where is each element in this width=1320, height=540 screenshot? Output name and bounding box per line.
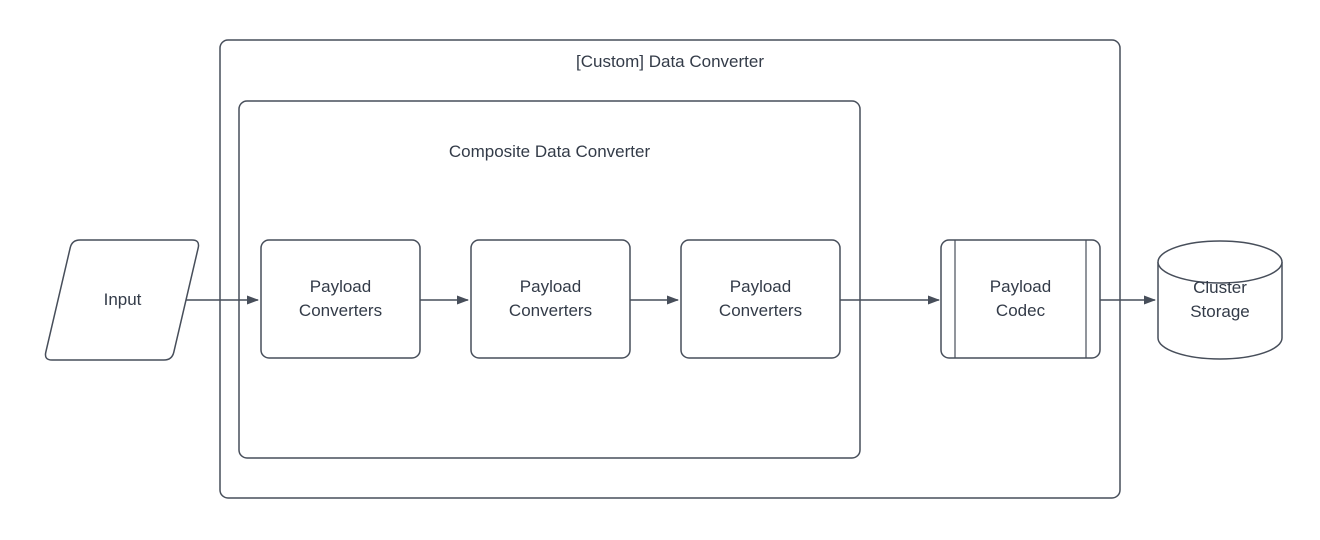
payload-converters-1-box: [260, 239, 421, 359]
payload-converters-3-box: [680, 239, 841, 359]
payload-codec-rect: [940, 239, 1101, 359]
cluster-storage-label: Cluster Storage: [1190, 277, 1250, 321]
payload-converters-2-box: [470, 239, 631, 359]
payload-codec-label: Payload Codec: [989, 276, 1052, 320]
cylinder-top: [1157, 240, 1283, 284]
input-parallelogram: [44, 239, 200, 361]
cylinder-body: [1157, 262, 1283, 360]
custom-data-converter-title: [Custom] Data Converter: [575, 51, 764, 71]
payload-codec-box: [940, 239, 1101, 359]
payload-converters-1-label: Payload Converters: [298, 276, 383, 320]
payload-converters-2-label: Payload Converters: [508, 276, 593, 320]
input-label: Input: [103, 289, 142, 309]
cluster-storage-cylinder: [1157, 240, 1283, 360]
payload-converters-3-label: Payload Converters: [718, 276, 803, 320]
composite-data-converter-title: Composite Data Converter: [448, 141, 651, 161]
